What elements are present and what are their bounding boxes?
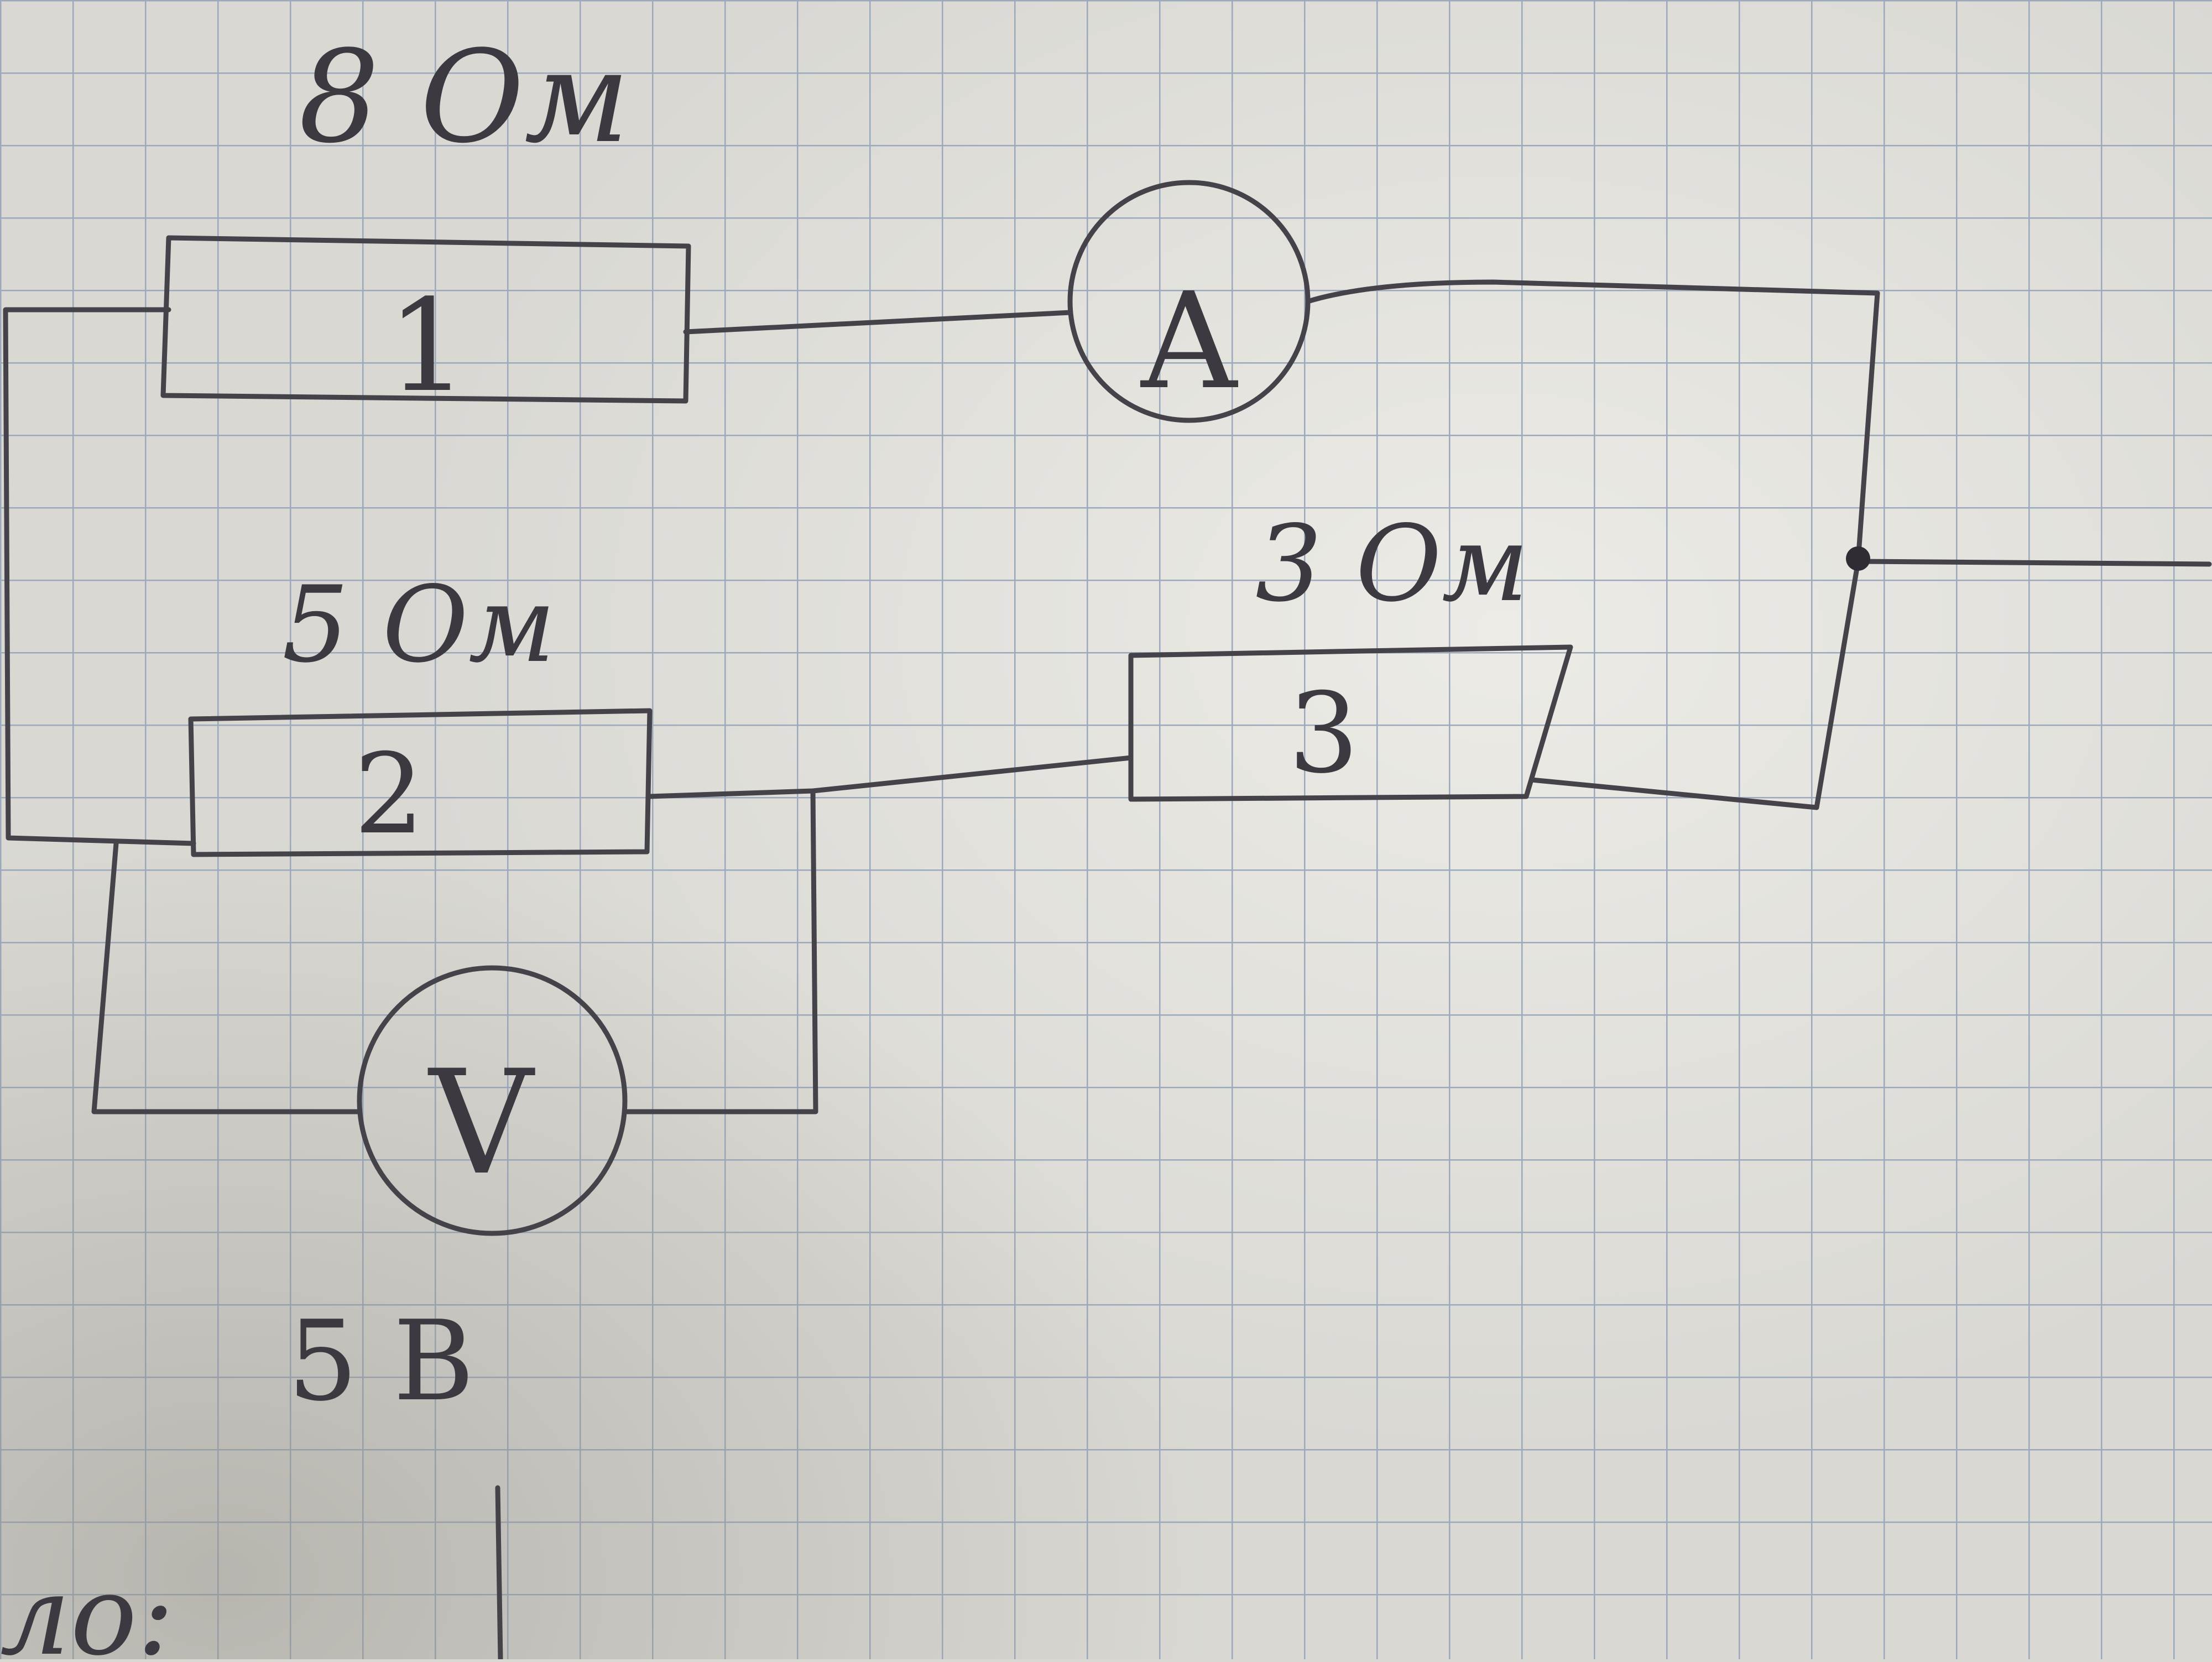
bottom-text-fragment: ло: [0, 1551, 174, 1659]
voltmeter-symbol: V [427, 1040, 537, 1207]
voltmeter-right-wire [622, 788, 818, 1114]
resistor-3-value-label: 3 Ом [1255, 503, 1529, 625]
wire-r1-to-ammeter [683, 310, 1073, 335]
voltmeter-left-wire [91, 841, 362, 1114]
left-loop-wire [3, 307, 196, 846]
resistor-2-number: 2 [354, 730, 424, 859]
resistor-3: 3 [1128, 644, 1573, 802]
wire-ammeter-to-right-node [1305, 279, 1880, 810]
voltmeter: V [357, 965, 628, 1236]
resistor-2: 2 [188, 708, 653, 859]
ammeter-symbol: A [1140, 264, 1238, 419]
resistor-1: 1 [160, 235, 691, 420]
resistor-1-number: 1 [387, 273, 468, 420]
junction-node [1846, 546, 1870, 571]
output-terminal-wire [1855, 559, 2212, 567]
resistor-2-body [188, 708, 653, 857]
wires [3, 279, 2212, 1662]
resistor-3-body [1128, 644, 1573, 802]
bottom-stroke [495, 1485, 503, 1662]
voltmeter-circle [357, 965, 628, 1236]
resistor-2-value-label: 5 Ом [282, 564, 556, 686]
resistor-1-body [160, 235, 691, 404]
resistor-1-value-label: 8 Ом [299, 24, 630, 171]
resistor-3-number: 3 [1288, 669, 1359, 798]
voltmeter-reading-label: 5 В [288, 1297, 474, 1426]
